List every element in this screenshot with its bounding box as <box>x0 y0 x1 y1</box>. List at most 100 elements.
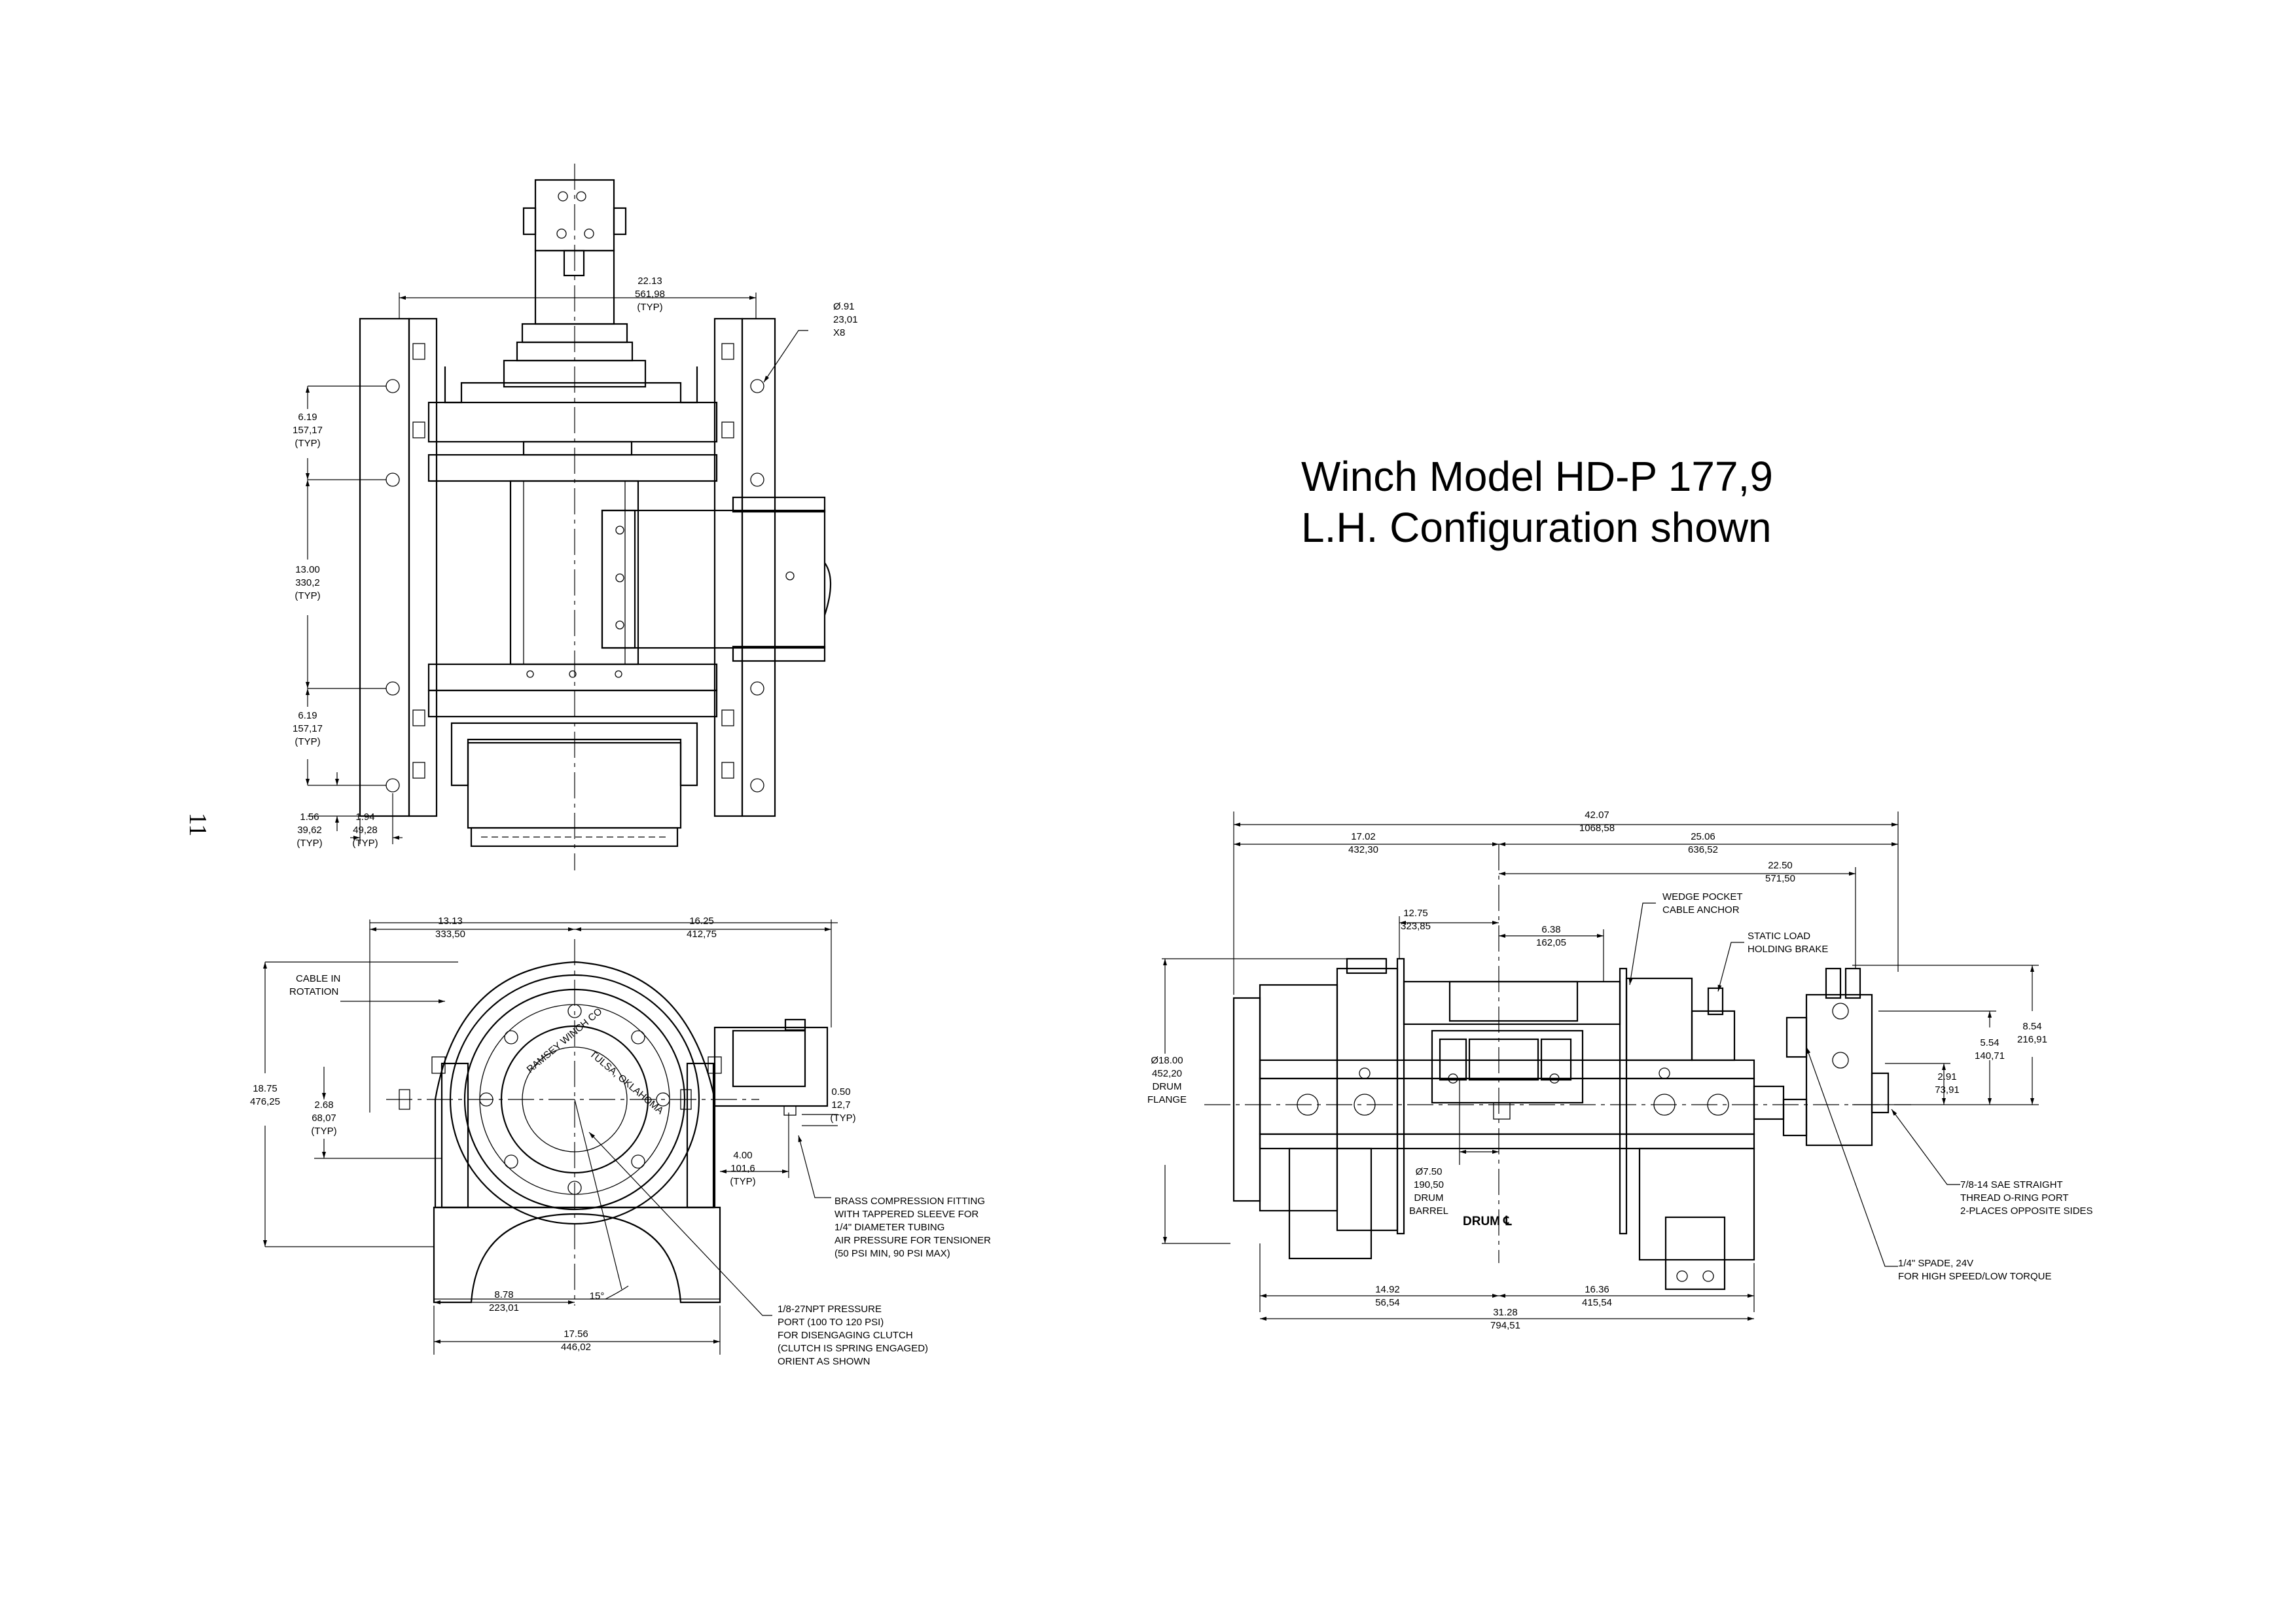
svg-text:0.50: 0.50 <box>831 1086 850 1097</box>
svg-text:HOLDING BRAKE: HOLDING BRAKE <box>1748 944 1828 955</box>
svg-text:6.19: 6.19 <box>298 710 317 721</box>
svg-text:561,98: 561,98 <box>635 289 665 300</box>
dim-16-25: 16.25 412,75 <box>687 916 717 940</box>
wedge-pocket-note: WEDGE POCKET CABLE ANCHOR <box>1662 891 1743 916</box>
svg-text:1.56: 1.56 <box>300 812 319 823</box>
svg-text:FLANGE: FLANGE <box>1147 1094 1187 1105</box>
dim-16-36: 16.36 415,54 <box>1582 1284 1612 1308</box>
svg-text:Ø.91: Ø.91 <box>833 301 855 312</box>
dim-6-38: 6.38 162,05 <box>1536 924 1566 948</box>
dim-12-75: 12.75 323,85 <box>1401 908 1431 932</box>
dim-width-22-13: 22.13 561,98 (TYP) <box>635 276 665 313</box>
dim-13-13: 13.13 333,50 <box>435 916 465 940</box>
angle-15: 15° <box>590 1291 605 1302</box>
svg-text:12,7: 12,7 <box>831 1099 850 1111</box>
dim-13-00: 13.00 330,2 (TYP) <box>295 564 320 601</box>
svg-text:FOR DISENGAGING CLUTCH: FOR DISENGAGING CLUTCH <box>778 1330 913 1341</box>
svg-text:(TYP): (TYP) <box>352 838 378 849</box>
svg-text:101,6: 101,6 <box>730 1163 755 1174</box>
svg-text:140,71: 140,71 <box>1975 1050 2005 1061</box>
svg-text:(TYP): (TYP) <box>730 1176 755 1187</box>
static-brake-note: STATIC LOAD HOLDING BRAKE <box>1748 931 1828 955</box>
dim-31-28: 31.28 794,51 <box>1490 1307 1520 1331</box>
svg-text:8.78: 8.78 <box>494 1289 513 1300</box>
svg-text:190,50: 190,50 <box>1414 1179 1444 1190</box>
spade-note: 1/4" SPADE, 24V FOR HIGH SPEED/LOW TORQU… <box>1898 1258 2051 1282</box>
svg-text:(TYP): (TYP) <box>295 736 320 747</box>
svg-text:(TYP): (TYP) <box>830 1113 855 1124</box>
dim-17-56: 17.56 446,02 <box>561 1329 591 1353</box>
svg-text:8.54: 8.54 <box>2022 1021 2041 1032</box>
brass-fitting-note: BRASS COMPRESSION FITTING WITH TAPPERED … <box>834 1196 991 1259</box>
svg-text:17.02: 17.02 <box>1351 831 1376 842</box>
svg-text:49,28: 49,28 <box>353 825 378 836</box>
svg-text:6.19: 6.19 <box>298 412 317 423</box>
title-line-2: L.H. Configuration shown <box>1301 504 1772 551</box>
svg-text:333,50: 333,50 <box>435 929 465 940</box>
svg-text:DRUM: DRUM <box>1153 1081 1182 1092</box>
dim-2-68: 2.68 68,07 (TYP) <box>311 1099 336 1137</box>
svg-text:DRUM: DRUM <box>1414 1192 1444 1204</box>
svg-text:1/8-27NPT PRESSURE: 1/8-27NPT PRESSURE <box>778 1304 882 1315</box>
svg-text:(TYP): (TYP) <box>295 590 320 601</box>
dim-8-54: 8.54 216,91 <box>2017 1021 2047 1045</box>
svg-text:(CLUTCH IS SPRING ENGAGED): (CLUTCH IS SPRING ENGAGED) <box>778 1343 928 1354</box>
dim-2-91: 2.91 73,91 <box>1935 1071 1960 1096</box>
svg-text:157,17: 157,17 <box>293 425 323 436</box>
svg-text:(TYP): (TYP) <box>311 1126 336 1137</box>
drawing-title: Winch Model HD-P 177,9 L.H. Configuratio… <box>1301 453 1773 551</box>
svg-text:476,25: 476,25 <box>250 1096 280 1107</box>
dim-6-19-lower: 6.19 157,17 (TYP) <box>293 710 323 747</box>
svg-text:415,54: 415,54 <box>1582 1297 1612 1308</box>
drum-centerline-label: DRUM ℄ <box>1463 1215 1512 1228</box>
svg-text:39,62: 39,62 <box>297 825 322 836</box>
dim-14-92: 14.92 56,54 <box>1375 1284 1400 1308</box>
svg-text:(TYP): (TYP) <box>295 438 320 449</box>
svg-text:223,01: 223,01 <box>489 1302 519 1313</box>
svg-text:162,05: 162,05 <box>1536 937 1566 948</box>
svg-text:446,02: 446,02 <box>561 1342 591 1353</box>
sae-port-note: 7/8-14 SAE STRAIGHT THREAD O-RING PORT 2… <box>1960 1179 2093 1217</box>
npt-port-note: 1/8-27NPT PRESSURE PORT (100 TO 120 PSI)… <box>778 1304 928 1367</box>
svg-text:56,54: 56,54 <box>1375 1297 1400 1308</box>
svg-text:23,01: 23,01 <box>833 314 858 325</box>
svg-text:ORIENT AS SHOWN: ORIENT AS SHOWN <box>778 1356 870 1367</box>
svg-text:4.00: 4.00 <box>733 1150 752 1161</box>
svg-text:FOR HIGH SPEED/LOW TORQUE: FOR HIGH SPEED/LOW TORQUE <box>1898 1271 2051 1282</box>
svg-text:42.07: 42.07 <box>1585 810 1609 821</box>
dim-1-56: 1.56 39,62 (TYP) <box>296 812 322 849</box>
svg-text:2.91: 2.91 <box>1937 1071 1956 1082</box>
svg-text:CABLE IN: CABLE IN <box>296 973 340 984</box>
dim-42-07: 42.07 1068,58 <box>1579 810 1615 834</box>
svg-text:14.92: 14.92 <box>1375 1284 1400 1295</box>
svg-text:16.25: 16.25 <box>689 916 714 927</box>
svg-text:6.38: 6.38 <box>1541 924 1560 935</box>
svg-text:(50 PSI MIN, 90 PSI MAX): (50 PSI MIN, 90 PSI MAX) <box>834 1248 950 1259</box>
svg-text:STATIC LOAD: STATIC LOAD <box>1748 931 1810 942</box>
dim-5-54: 5.54 140,71 <box>1975 1037 2005 1061</box>
svg-text:432,30: 432,30 <box>1348 844 1378 855</box>
end-view: RAMSEY WINCH CO TULSA, OKLAHOMA <box>250 916 991 1367</box>
svg-text:BARREL: BARREL <box>1409 1205 1448 1217</box>
svg-text:31.28: 31.28 <box>1493 1307 1518 1318</box>
svg-text:216,91: 216,91 <box>2017 1034 2047 1045</box>
svg-text:1.94: 1.94 <box>355 812 374 823</box>
svg-text:68,07: 68,07 <box>312 1113 336 1124</box>
dim-6-19-upper: 6.19 157,17 (TYP) <box>293 412 323 449</box>
svg-text:73,91: 73,91 <box>1935 1084 1960 1096</box>
svg-text:330,2: 330,2 <box>295 577 320 588</box>
svg-text:25.06: 25.06 <box>1691 831 1715 842</box>
dim-drum-flange: Ø18.00 452,20 DRUM FLANGE <box>1147 1055 1187 1105</box>
svg-text:2-PLACES OPPOSITE SIDES: 2-PLACES OPPOSITE SIDES <box>1960 1205 2093 1217</box>
dim-22-50: 22.50 571,50 <box>1765 860 1795 884</box>
svg-text:571,50: 571,50 <box>1765 873 1795 884</box>
dim-drum-barrel: Ø7.50 190,50 DRUM BARREL <box>1409 1166 1448 1217</box>
svg-text:CABLE ANCHOR: CABLE ANCHOR <box>1662 904 1740 916</box>
logo-text-ramsey: RAMSEY WINCH CO <box>525 1006 605 1075</box>
svg-text:13.00: 13.00 <box>295 564 320 575</box>
svg-text:412,75: 412,75 <box>687 929 717 940</box>
svg-text:1/4" DIAMETER TUBING: 1/4" DIAMETER TUBING <box>834 1222 944 1233</box>
svg-text:22.50: 22.50 <box>1768 860 1793 871</box>
svg-text:(TYP): (TYP) <box>637 302 662 313</box>
